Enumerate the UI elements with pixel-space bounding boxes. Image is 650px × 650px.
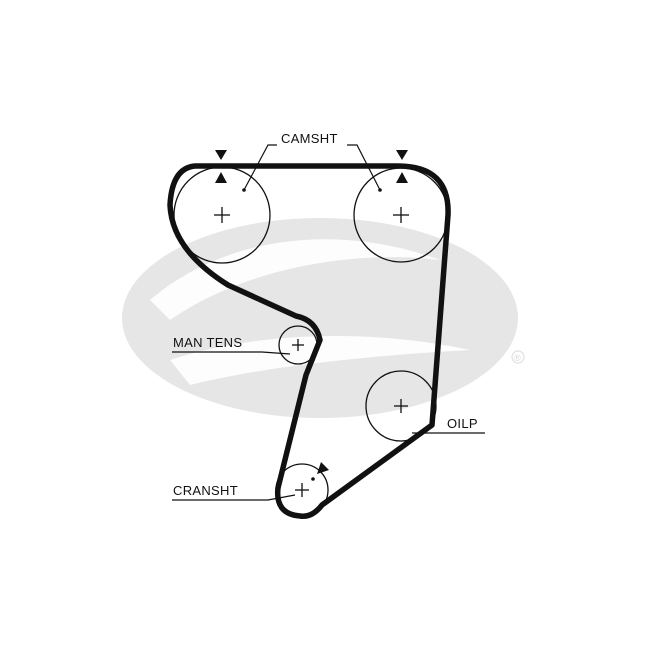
gates-logo-watermark: ® [122, 218, 525, 418]
oil-pump-label: OILP [447, 416, 478, 431]
crankshaft-leader [172, 494, 296, 501]
registered-mark: ® [514, 353, 521, 363]
oil-pump-pulley [365, 370, 437, 442]
timing-mark-left-icon [215, 150, 227, 183]
tensioner-leader [172, 351, 291, 355]
manual-tensioner-label: MAN TENS [173, 335, 242, 350]
camshaft-label: CAMSHT [281, 131, 338, 146]
logo-swoosh-lower [170, 336, 470, 385]
timing-mark-right-icon [396, 150, 408, 183]
camshaft-pulley-right [353, 167, 449, 263]
crankshaft-label: CRANSHT [173, 483, 238, 498]
camshaft-leader [243, 144, 381, 191]
registered-mark-icon [511, 350, 525, 364]
crankshaft-pulley [275, 463, 329, 517]
tensioner-pulley [278, 325, 318, 365]
timing-mark-crank-icon [317, 462, 329, 474]
logo-swoosh [150, 239, 440, 320]
